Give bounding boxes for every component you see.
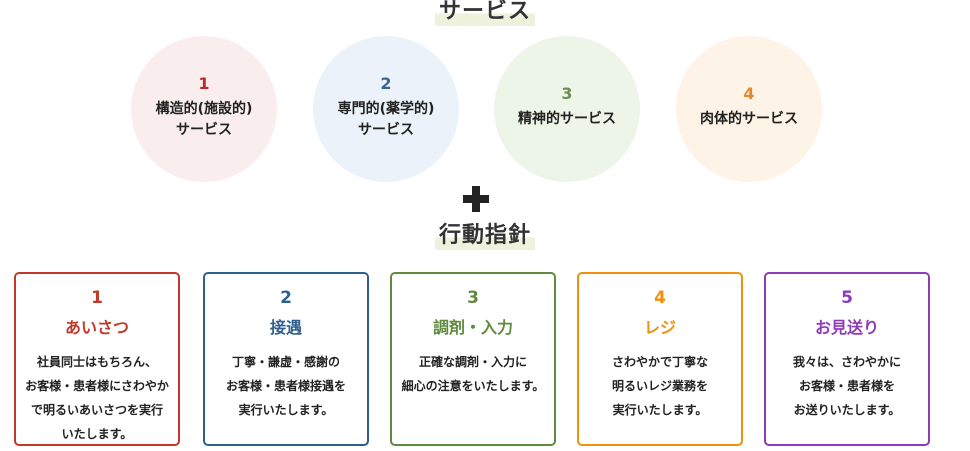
guideline-description: 社員同士はもちろん、 お客様・患者様にさわやか で明るいあいさつを実行 いたしま… [25, 355, 169, 441]
guideline-number: 2 [280, 288, 292, 308]
guideline-card-3: 3 調剤・入力 正確な調剤・入力に 細心の注意をいたします。 [390, 272, 556, 446]
service-circle-4: 4 肉体的サービス [676, 36, 822, 182]
service-number: 1 [198, 73, 210, 93]
services-heading: サービス [0, 0, 970, 26]
guideline-card-1: 1 あいさつ 社員同士はもちろん、 お客様・患者様にさわやか で明るいあいさつを… [14, 272, 180, 446]
service-label: 構造的(施設的) サービス [155, 100, 253, 138]
services-title: サービス [434, 0, 535, 26]
guideline-number: 4 [654, 288, 666, 308]
guideline-description: 我々は、さわやかに お客様・患者様を お送りいたします。 [792, 355, 901, 417]
service-label: 肉体的サービス [700, 111, 798, 127]
guideline-number: 3 [467, 288, 479, 308]
guideline-description: 正確な調剤・入力に 細心の注意をいたします。 [401, 355, 545, 393]
guideline-name: 接遇 [269, 318, 302, 337]
guideline-name: お見送り [814, 318, 879, 337]
guideline-description: 丁寧・謙虚・感謝の お客様・患者様接遇を 実行いたします。 [225, 355, 346, 417]
guideline-number: 1 [91, 288, 103, 308]
guidelines-title: 行動指針 [434, 222, 535, 250]
service-label: 専門的(薬学的) サービス [337, 100, 435, 138]
service-label: 精神的サービス [518, 111, 616, 127]
service-number: 4 [743, 84, 755, 103]
plus-icon [463, 186, 489, 212]
guideline-description: さわやかで丁寧な 明るいレジ業務を 実行いたします。 [611, 355, 708, 417]
guidelines-heading: 行動指針 [0, 222, 970, 250]
guideline-card-2: 2 接遇 丁寧・謙虚・感謝の お客様・患者様接遇を 実行いたします。 [203, 272, 369, 446]
guideline-name: 調剤・入力 [432, 318, 513, 337]
guideline-card-4: 4 レジ さわやかで丁寧な 明るいレジ業務を 実行いたします。 [577, 272, 743, 446]
service-number: 3 [561, 84, 573, 103]
guideline-number: 5 [841, 288, 853, 308]
guideline-name: あいさつ [64, 318, 129, 337]
service-circle-1: 1 構造的(施設的) サービス [131, 36, 277, 182]
service-circle-2: 2 専門的(薬学的) サービス [313, 36, 459, 182]
service-circle-3: 3 精神的サービス [494, 36, 640, 182]
service-number: 2 [380, 73, 392, 93]
guideline-name: レジ [643, 318, 676, 337]
guideline-card-5: 5 お見送り 我々は、さわやかに お客様・患者様を お送りいたします。 [764, 272, 930, 446]
